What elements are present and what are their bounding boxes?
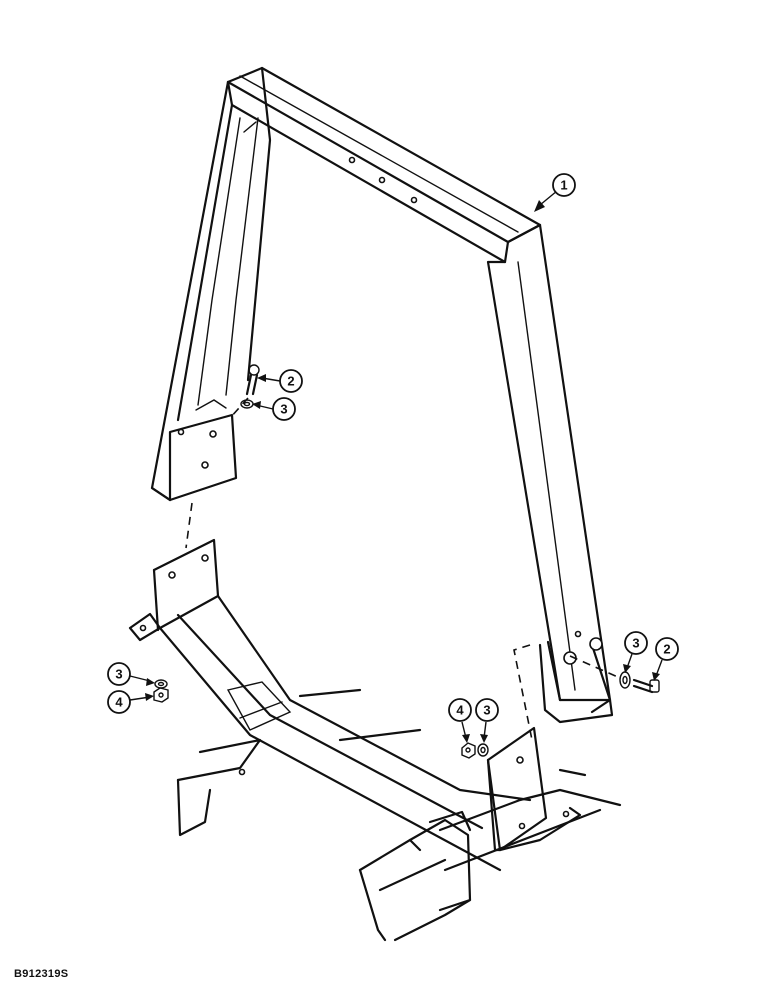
callout-label: 3 [115, 667, 122, 682]
callout-3-right-lower: 3 [475, 698, 499, 743]
callout-label: 4 [456, 703, 464, 718]
bolt-right [632, 678, 660, 694]
nut-left [153, 687, 169, 703]
washer-right-lower [477, 743, 489, 757]
callout-3-left-upper: 3 [252, 397, 296, 421]
callout-1: 1 [534, 173, 576, 212]
callout-label: 3 [280, 402, 287, 417]
callout-label: 4 [115, 695, 123, 710]
callout-label: 1 [560, 178, 567, 193]
callout-2-right: 2 [652, 637, 679, 681]
callout-3-right-upper: 3 [623, 631, 648, 673]
callout-label: 2 [663, 642, 670, 657]
frame-assembly [150, 66, 614, 724]
washer-left-lower [154, 679, 168, 689]
bolt-left [245, 364, 260, 396]
callout-2-left: 2 [257, 369, 303, 393]
alignment-line-bolt [569, 655, 621, 679]
callout-4-left: 4 [107, 690, 154, 714]
alignment-line-right [513, 644, 533, 741]
alignment-line-left [185, 502, 193, 549]
callout-label: 3 [483, 703, 490, 718]
base-frame [128, 538, 622, 942]
washer-right [619, 671, 631, 689]
callout-label: 3 [632, 636, 639, 651]
nut-right [461, 742, 476, 759]
figure-id: B912319S [14, 968, 69, 980]
callout-label: 2 [287, 374, 294, 389]
callout-3-left-lower: 3 [107, 662, 155, 686]
callout-4-right: 4 [448, 698, 472, 743]
alignment-line-bolt-left [229, 397, 249, 419]
